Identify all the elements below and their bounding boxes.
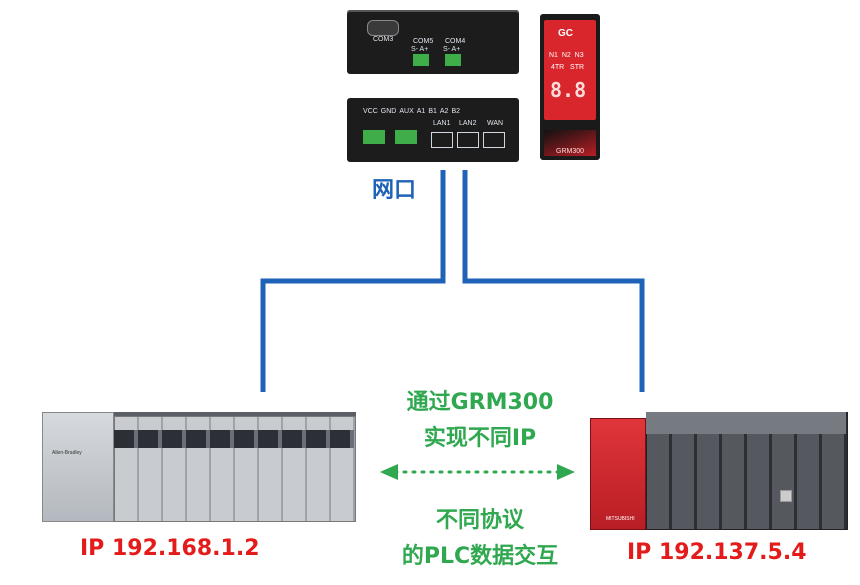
com4-terminal <box>445 54 461 66</box>
power-terminal <box>363 130 385 144</box>
net-indicator-labels: N1 N2 N3 <box>549 52 584 59</box>
lan1-label: LAN1 <box>433 120 451 127</box>
center-text-line3: 不同协议 <box>435 508 524 533</box>
wan-label: WAN <box>487 120 504 127</box>
right-plc-ethernet-port <box>780 490 792 502</box>
lan2-label: LAN2 <box>459 120 477 127</box>
right-plc-cpu <box>590 418 646 530</box>
com5-terminal <box>413 54 429 66</box>
com5-label: COM5 <box>413 38 434 45</box>
seven-segment-display: 8.8 <box>550 78 587 102</box>
gateway-top-unit: COM3 COM5 COM4 S- A+ S- A+ <box>347 10 519 74</box>
lan2-port <box>457 132 479 148</box>
right-plc: MITSUBISHI <box>590 404 852 530</box>
right-plc-top-panel <box>646 412 846 434</box>
left-connection-line <box>260 170 446 392</box>
left-plc-module-strip <box>114 430 354 448</box>
rs485-terminal <box>395 130 417 144</box>
port-label: 网口 <box>372 178 417 203</box>
mode-indicator-labels: 4TR STR <box>551 64 585 71</box>
center-text-line4: 的PLC数据交互 <box>401 544 559 569</box>
bidirectional-arrow <box>380 464 575 480</box>
center-text-line2: 实现不同IP <box>423 426 537 451</box>
com4-label: COM4 <box>445 38 466 45</box>
left-plc-power-supply <box>42 412 114 522</box>
com3-port <box>367 20 399 36</box>
gateway-bottom-unit: VCC GND AUX A1 B1 A2 B2 LAN1 LAN2 WAN <box>347 98 519 162</box>
right-connection-line <box>462 170 645 392</box>
right-plc-ip-label: IP 192.137.5.4 <box>627 540 807 565</box>
gateway-display-unit: GC N1 N2 N3 4TR STR 8.8 GRM300 <box>540 14 600 160</box>
right-plc-brand: MITSUBISHI <box>606 516 635 522</box>
power-terminal-labels: VCC GND AUX A1 B1 A2 B2 <box>363 108 460 115</box>
left-plc: Allen-Bradley <box>42 398 358 526</box>
com4-terminal-label: S- A+ <box>443 46 461 53</box>
com5-terminal-label: S- A+ <box>411 46 429 53</box>
display-bottom-stripe <box>544 130 596 156</box>
display-panel <box>544 20 596 120</box>
com3-label: COM3 <box>373 36 394 43</box>
wan-port <box>483 132 505 148</box>
display-model: GRM300 <box>556 148 585 155</box>
center-text-line1: 通过GRM300 <box>406 390 554 415</box>
display-brand: GC <box>558 28 573 39</box>
left-plc-brand: Allen-Bradley <box>52 450 82 456</box>
left-plc-ip-label: IP 192.168.1.2 <box>80 536 260 561</box>
lan1-port <box>431 132 453 148</box>
